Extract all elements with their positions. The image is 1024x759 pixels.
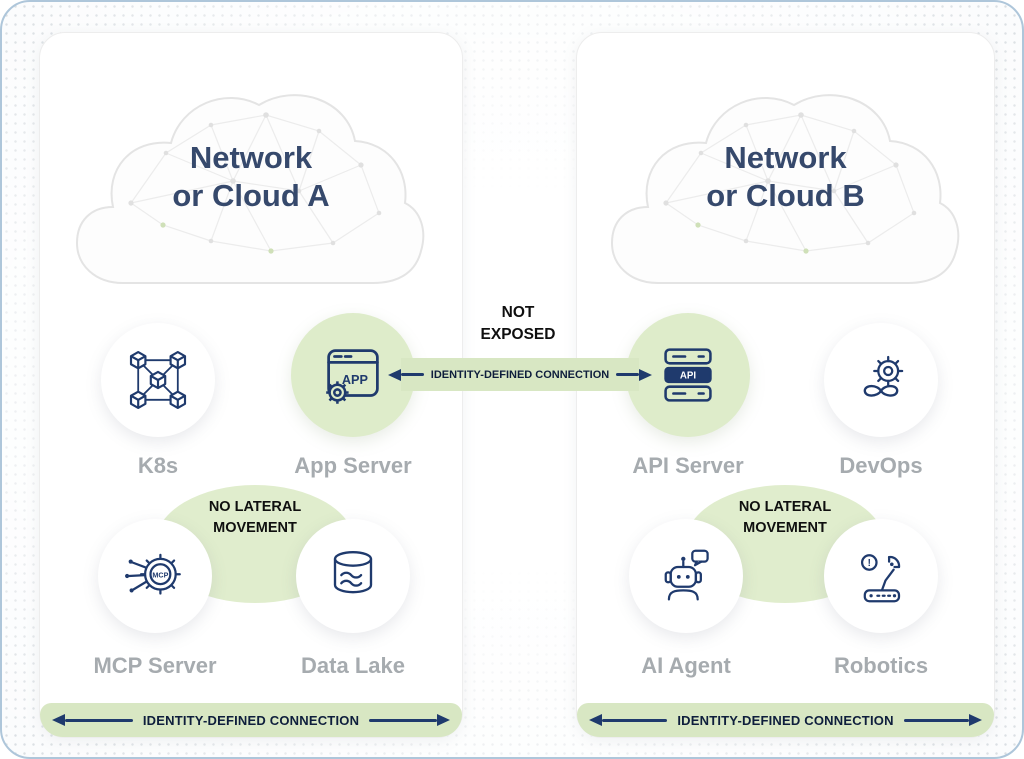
- center-connection-arrow: IDENTITY-DEFINED CONNECTION: [388, 364, 653, 385]
- arrow-right-icon: [639, 368, 653, 381]
- data-lake-circle: [296, 519, 410, 633]
- robotics-alert-text: !: [868, 558, 871, 569]
- app-server-label: App Server: [294, 453, 412, 478]
- cloud-b-title-line2: or Cloud B: [706, 178, 865, 213]
- k8s-icon: [129, 351, 187, 409]
- connection-line: [903, 718, 970, 722]
- api-server-label: API Server: [632, 453, 744, 478]
- mcp-server-circle: MCP: [98, 519, 212, 633]
- app-server-icon: APP: [326, 349, 379, 404]
- arrow-left-icon: [388, 368, 401, 381]
- center-connection-label: IDENTITY-DEFINED CONNECTION: [430, 368, 610, 381]
- k8s-label: K8s: [137, 453, 179, 478]
- cloud-b-title: Network or Cloud B: [596, 139, 976, 215]
- ai-agent-circle: [629, 519, 743, 633]
- connection-line: [602, 718, 668, 722]
- identity-connection-label-a: IDENTITY-DEFINED CONNECTION: [142, 712, 360, 728]
- data-lake-icon: [333, 550, 373, 594]
- not-exposed-label: NOT EXPOSED: [480, 304, 556, 343]
- panel-cloud-b: Network or Cloud B API API Server: [576, 32, 995, 738]
- mcp-icon-text: MCP: [152, 570, 168, 579]
- data-lake-label: Data Lake: [301, 653, 405, 678]
- no-lateral-movement-label-a: NO LATERAL MOVEMENT: [208, 499, 302, 537]
- cloud-b-title-line1: Network: [724, 140, 847, 175]
- devops-icon: [863, 355, 904, 397]
- api-server-icon: API: [664, 348, 712, 402]
- arrow-right-icon: [969, 714, 983, 726]
- cloud-a-title-line1: Network: [189, 140, 313, 175]
- arrow-right-icon: [437, 714, 451, 726]
- robotics-label: Robotics: [833, 653, 929, 678]
- mcp-server-icon: MCP: [125, 553, 181, 595]
- robotics-icon: !: [860, 554, 901, 603]
- no-lateral-movement-label-b: NO LATERAL MOVEMENT: [738, 499, 832, 537]
- identity-connection-label-b: IDENTITY-DEFINED CONNECTION: [677, 712, 894, 728]
- cloud-a: Network or Cloud A: [61, 53, 441, 303]
- center-connection-bar: [401, 358, 639, 391]
- connection-line: [401, 373, 424, 376]
- mcp-server-label: MCP Server: [93, 653, 217, 678]
- ai-agent-icon: [664, 549, 709, 601]
- api-icon-text: API: [680, 370, 697, 381]
- cloud-a-title: Network or Cloud A: [61, 139, 441, 215]
- connection-line: [369, 718, 438, 722]
- devops-label: DevOps: [839, 453, 923, 478]
- arrow-left-icon: [589, 714, 602, 726]
- panel-cloud-a: Network or Cloud A: [39, 32, 463, 738]
- identity-connection-bar-a: IDENTITY-DEFINED CONNECTION: [40, 703, 462, 737]
- cloud-b: Network or Cloud B: [596, 53, 976, 303]
- cloud-a-title-line2: or Cloud A: [172, 178, 330, 213]
- app-icon-text: APP: [342, 373, 369, 387]
- devops-circle: [824, 323, 938, 437]
- ai-agent-label: AI Agent: [641, 653, 731, 678]
- api-server-circle: API: [626, 313, 750, 437]
- k8s-circle: [101, 323, 215, 437]
- connection-line: [65, 718, 133, 722]
- identity-connection-bar-b: IDENTITY-DEFINED CONNECTION: [577, 703, 994, 737]
- connection-line: [616, 373, 640, 376]
- arrow-left-icon: [52, 714, 65, 726]
- robotics-circle: !: [824, 519, 938, 633]
